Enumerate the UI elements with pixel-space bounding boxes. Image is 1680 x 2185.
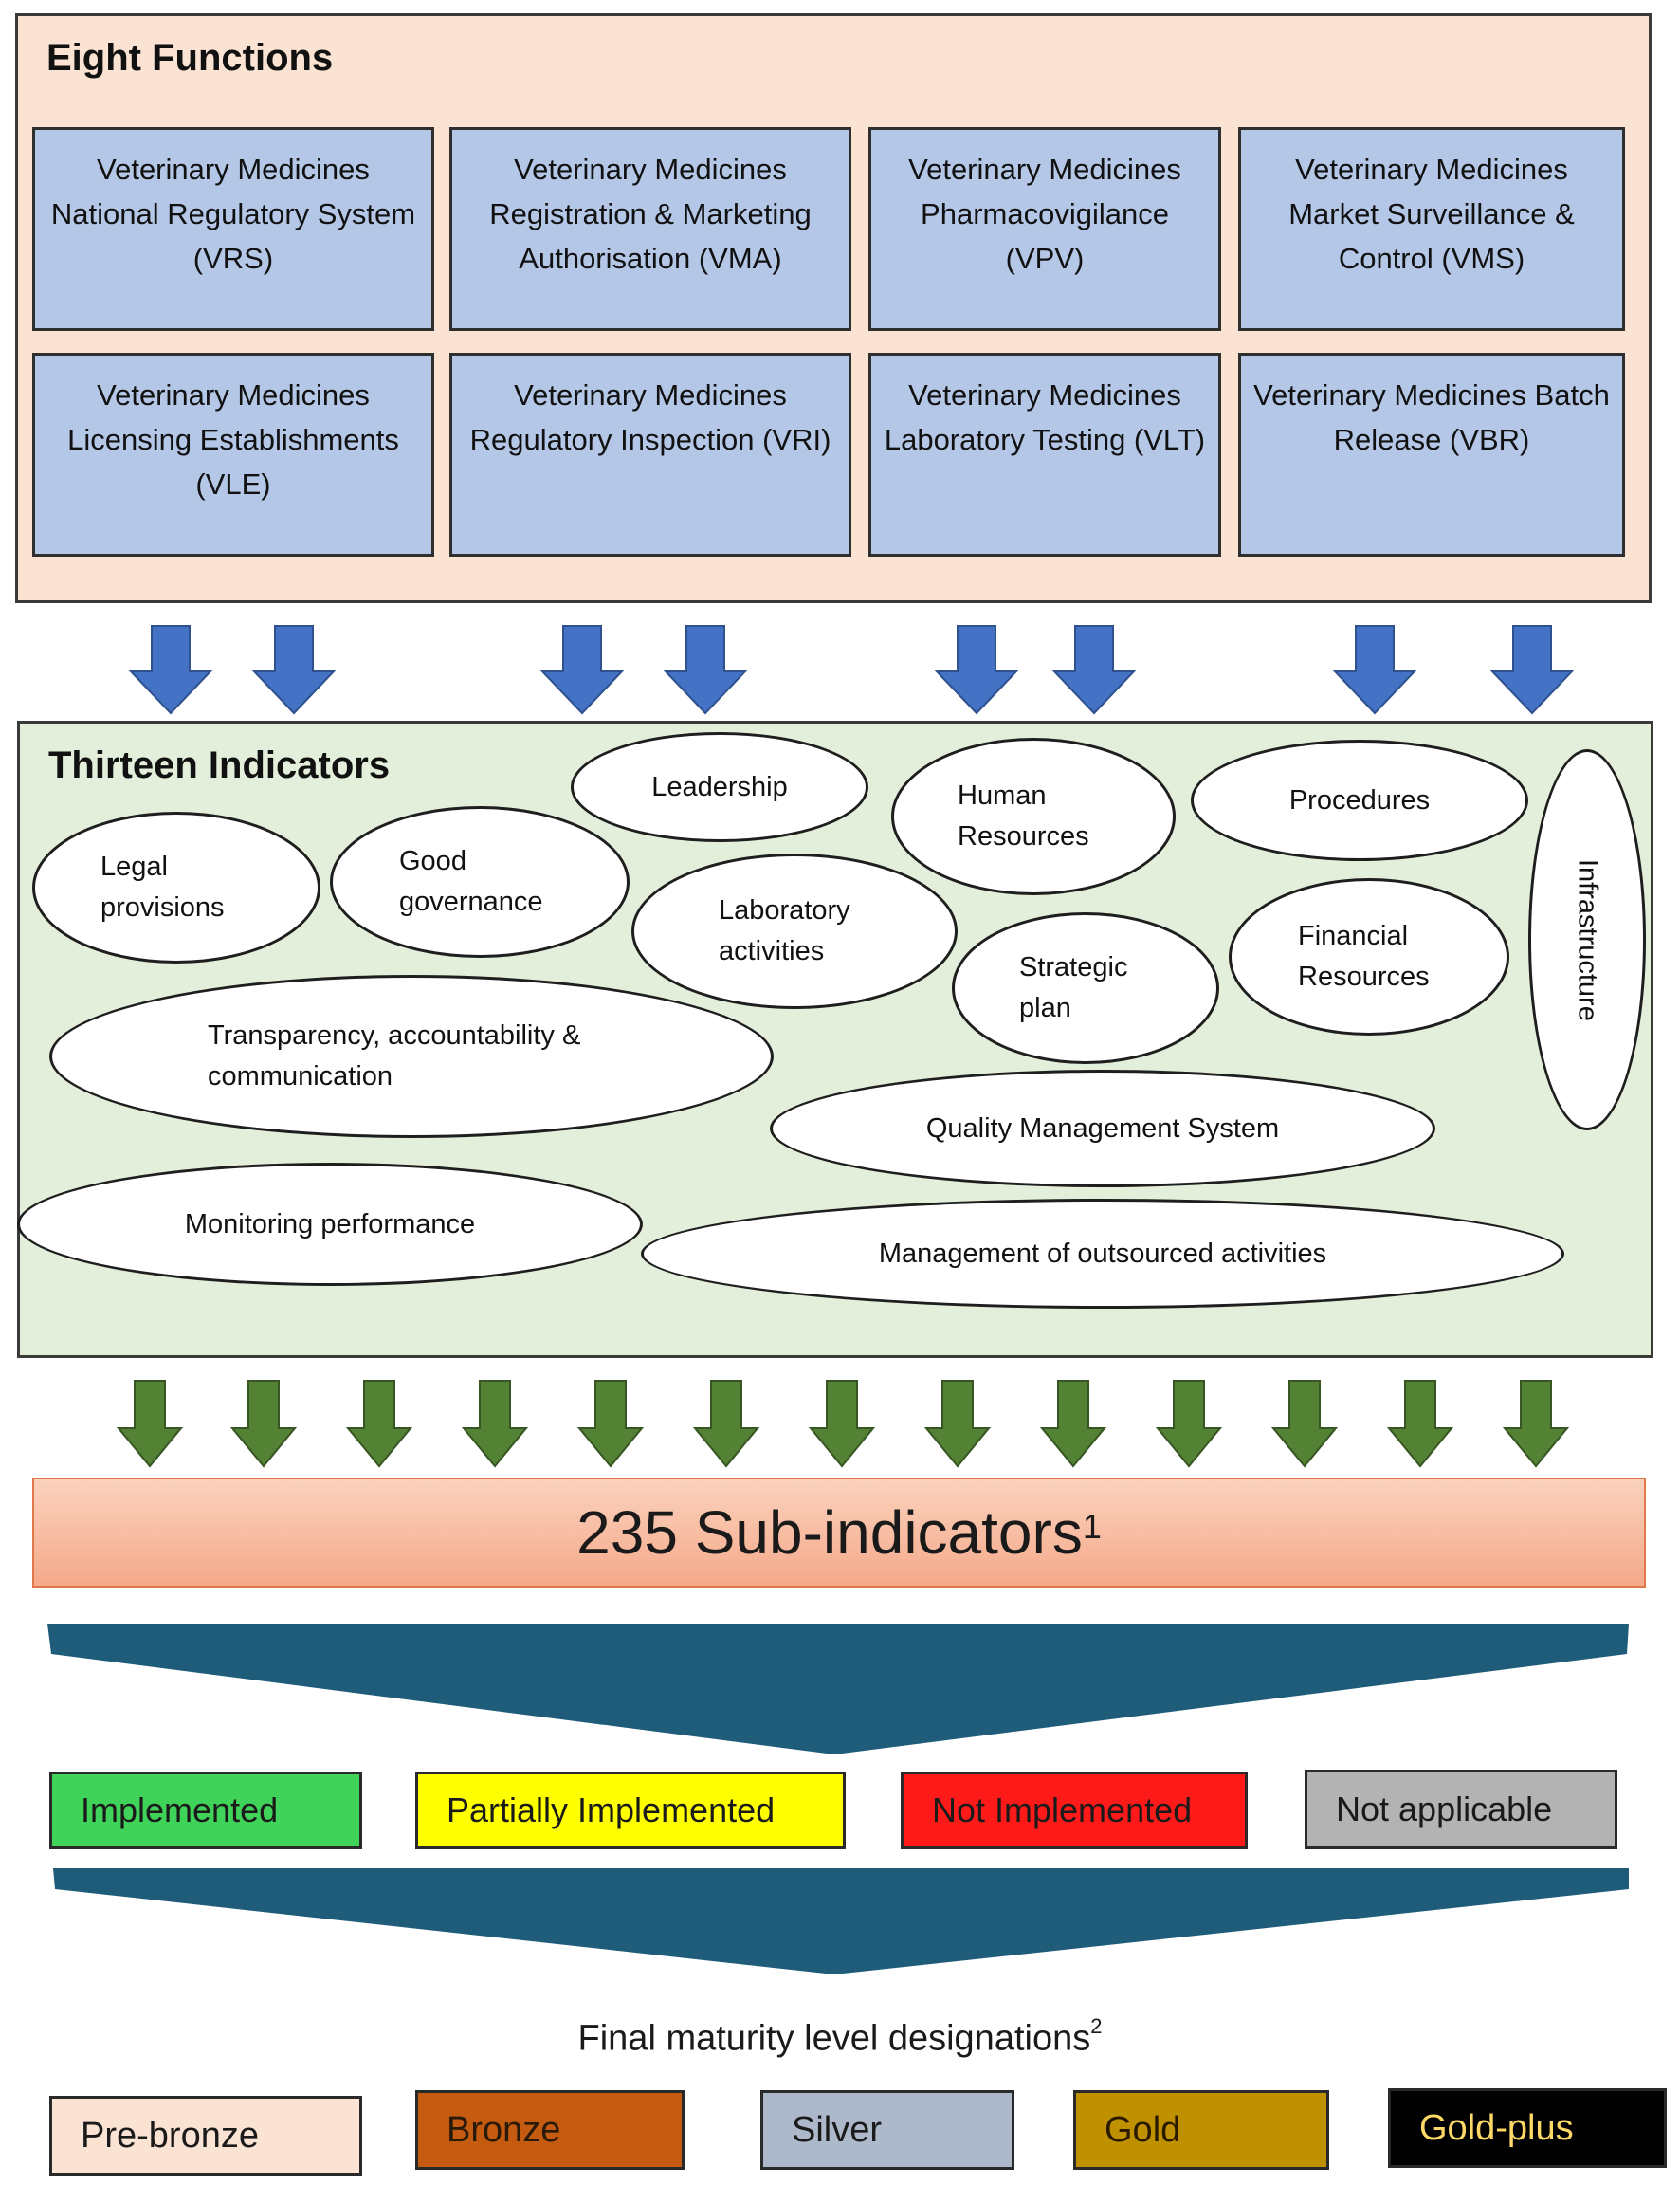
indicator-legal-provisions: Legal provisions <box>32 812 320 964</box>
indicator-quality-management-system: Quality Management System <box>770 1070 1435 1187</box>
function-box-vms: Veterinary Medicines Market Surveillance… <box>1238 127 1625 331</box>
sub-indicators-footnote: 1 <box>1082 1507 1102 1546</box>
green-down-arrow <box>229 1380 298 1468</box>
blue-down-arrow <box>1051 625 1137 715</box>
level-silver: Silver <box>760 2090 1014 2170</box>
green-down-arrow <box>692 1380 760 1468</box>
function-label: Veterinary Medicines Laboratory Testing … <box>884 378 1206 456</box>
indicator-label: Good governance <box>399 846 543 917</box>
function-label: Veterinary Medicines Registration & Mark… <box>489 153 812 275</box>
green-down-arrow <box>1270 1380 1339 1468</box>
indicator-management-outsourced: Management of outsourced activities <box>641 1199 1564 1309</box>
function-box-vle: Veterinary Medicines Licensing Establish… <box>32 353 434 557</box>
blue-down-arrow <box>128 625 213 715</box>
level-label: Gold <box>1105 2109 1181 2150</box>
function-label: Veterinary Medicines Market Surveillance… <box>1288 153 1575 275</box>
green-down-arrow <box>923 1380 992 1468</box>
green-down-arrow <box>461 1380 529 1468</box>
indicator-strategic-plan: Strategic plan <box>952 912 1219 1064</box>
level-pre-bronze: Pre-bronze <box>49 2096 362 2176</box>
level-label: Silver <box>792 2109 883 2150</box>
status-label: Implemented <box>81 1790 279 1829</box>
blue-down-arrow <box>1489 625 1575 715</box>
blue-down-arrow <box>663 625 748 715</box>
function-box-vma: Veterinary Medicines Registration & Mark… <box>449 127 851 331</box>
maturity-caption-text: Final maturity level designations <box>577 2018 1091 2059</box>
indicator-label: Strategic plan <box>1019 952 1128 1023</box>
level-gold: Gold <box>1073 2090 1329 2170</box>
indicator-label: Monitoring performance <box>184 1208 476 1239</box>
indicator-leadership: Leadership <box>571 732 868 842</box>
blue-down-arrow <box>934 625 1019 715</box>
indicator-label: Procedures <box>1288 784 1431 816</box>
status-label: Not applicable <box>1336 1790 1553 1828</box>
level-label: Gold-plus <box>1419 2107 1574 2148</box>
function-label: Veterinary Medicines Pharmacovigilance (… <box>908 153 1181 275</box>
green-down-arrow <box>808 1380 876 1468</box>
green-down-arrow <box>345 1380 413 1468</box>
indicator-human-resources: Human Resources <box>891 738 1176 895</box>
blue-down-arrow <box>251 625 337 715</box>
level-bronze: Bronze <box>415 2090 685 2170</box>
indicator-label: Financial Resources <box>1298 921 1430 992</box>
maturity-footnote: 2 <box>1090 2014 1103 2038</box>
function-label: Veterinary Medicines Regulatory Inspecti… <box>469 378 831 456</box>
function-label: Veterinary Medicines Batch Release (VBR) <box>1253 378 1610 456</box>
indicator-financial-resources: Financial Resources <box>1229 878 1509 1036</box>
green-down-arrow <box>1386 1380 1454 1468</box>
status-label: Partially Implemented <box>447 1790 776 1829</box>
function-label: Veterinary Medicines Licensing Establish… <box>67 378 399 501</box>
green-arrows <box>116 1380 1570 1468</box>
level-label: Pre-bronze <box>81 2115 259 2156</box>
function-box-vbr: Veterinary Medicines Batch Release (VBR) <box>1238 353 1625 557</box>
indicator-label: Quality Management System <box>925 1112 1280 1144</box>
indicator-good-governance: Good governance <box>330 806 630 958</box>
indicator-label: Transparency, accountability & communica… <box>208 1020 581 1092</box>
indicator-label: Human Resources <box>958 780 1089 852</box>
function-label: Veterinary Medicines National Regulatory… <box>50 153 416 275</box>
function-box-vpv: Veterinary Medicines Pharmacovigilance (… <box>868 127 1221 331</box>
status-not-applicable: Not applicable <box>1305 1770 1617 1849</box>
green-down-arrow <box>1502 1380 1570 1468</box>
status-not-implemented: Not Implemented <box>901 1772 1248 1849</box>
indicator-label: Laboratory activities <box>719 895 850 966</box>
level-gold-plus: Gold-plus <box>1388 2088 1667 2168</box>
indicator-label: Legal provisions <box>100 852 225 923</box>
blue-down-arrow <box>539 625 625 715</box>
level-label: Bronze <box>447 2109 561 2150</box>
indicator-transparency: Transparency, accountability & communica… <box>49 975 774 1138</box>
indicators-title: Thirteen Indicators <box>48 744 391 786</box>
function-box-vri: Veterinary Medicines Regulatory Inspecti… <box>449 353 851 557</box>
funnel-shape-bottom <box>53 1868 1629 1974</box>
status-label: Not Implemented <box>932 1790 1193 1829</box>
indicator-label: Infrastructure <box>1572 858 1603 1021</box>
green-down-arrow <box>576 1380 645 1468</box>
blue-down-arrow <box>1332 625 1417 715</box>
function-box-vrs: Veterinary Medicines National Regulatory… <box>32 127 434 331</box>
indicator-label: Leadership <box>651 771 788 802</box>
functions-title: Eight Functions <box>46 37 334 79</box>
status-partially-implemented: Partially Implemented <box>415 1772 846 1849</box>
green-down-arrow <box>1155 1380 1223 1468</box>
indicator-infrastructure: Infrastructure <box>1528 749 1646 1130</box>
indicator-procedures: Procedures <box>1191 740 1528 861</box>
funnel-shape-top <box>47 1624 1629 1754</box>
indicator-laboratory-activities: Laboratory activities <box>631 854 958 1009</box>
green-down-arrow <box>116 1380 184 1468</box>
blue-arrows <box>128 625 1575 715</box>
indicator-label: Management of outsourced activities <box>878 1238 1327 1269</box>
indicator-monitoring-performance: Monitoring performance <box>17 1163 643 1286</box>
sub-indicators-label: 235 Sub-indicators <box>576 1498 1083 1567</box>
status-implemented: Implemented <box>49 1772 362 1849</box>
function-box-vlt: Veterinary Medicines Laboratory Testing … <box>868 353 1221 557</box>
maturity-caption: Final maturity level designations2 <box>0 2014 1680 2060</box>
green-down-arrow <box>1039 1380 1107 1468</box>
